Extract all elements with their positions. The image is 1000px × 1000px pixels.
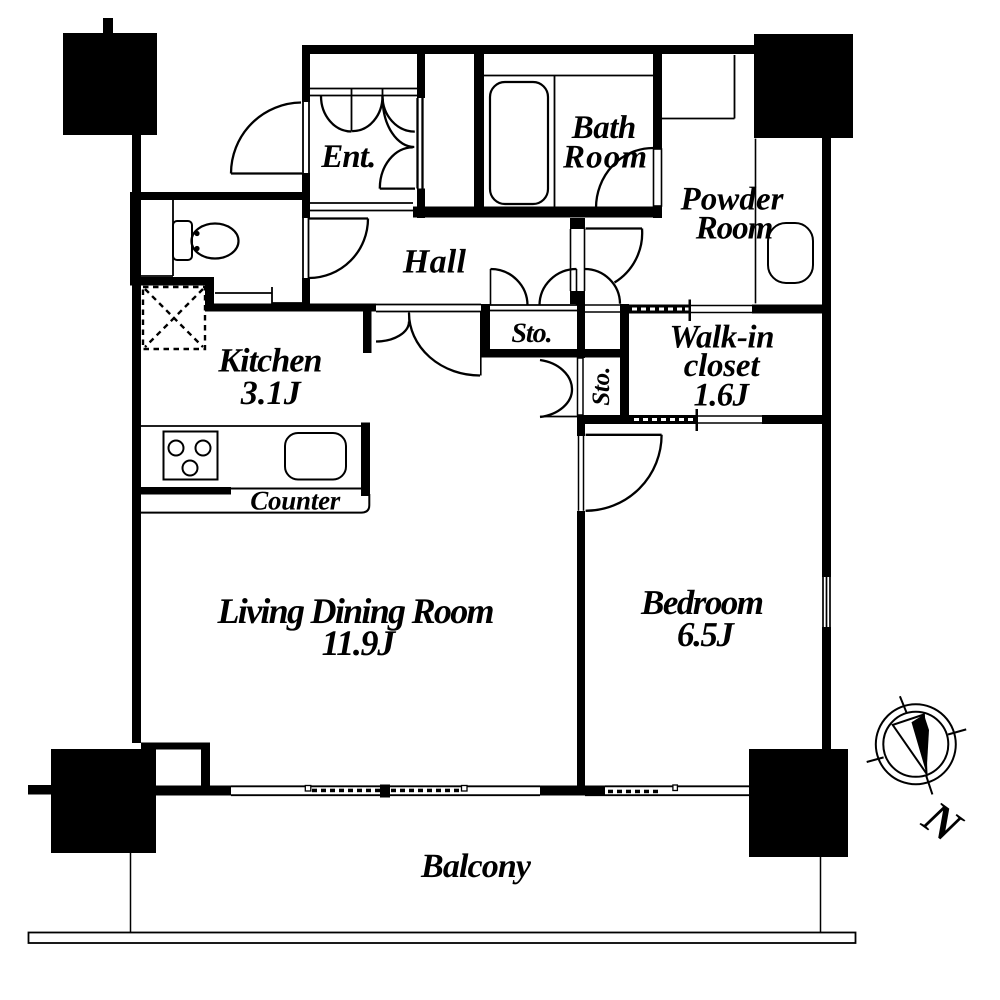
svg-text:11.9J: 11.9J (322, 623, 397, 663)
svg-text:Room: Room (695, 211, 774, 247)
svg-text:closet: closet (684, 348, 761, 384)
svg-text:Room: Room (562, 140, 647, 176)
svg-text:Powder: Powder (680, 182, 785, 218)
svg-text:Walk-in: Walk-in (670, 320, 775, 356)
svg-text:Counter: Counter (250, 485, 340, 515)
svg-text:3.1J: 3.1J (240, 375, 302, 412)
svg-text:Balcony: Balcony (420, 848, 532, 885)
svg-text:Ent.: Ent. (320, 139, 376, 175)
svg-text:Sto.: Sto. (588, 367, 615, 406)
svg-text:Sto.: Sto. (511, 318, 552, 349)
svg-text:Bedroom: Bedroom (640, 583, 764, 622)
svg-text:Kitchen: Kitchen (217, 342, 322, 379)
svg-text:Bath: Bath (571, 110, 637, 146)
svg-text:Hall: Hall (402, 244, 467, 281)
svg-text:1.6J: 1.6J (693, 378, 750, 414)
svg-text:6.5J: 6.5J (677, 615, 736, 654)
svg-text:Living Dining Room: Living Dining Room (217, 591, 495, 631)
